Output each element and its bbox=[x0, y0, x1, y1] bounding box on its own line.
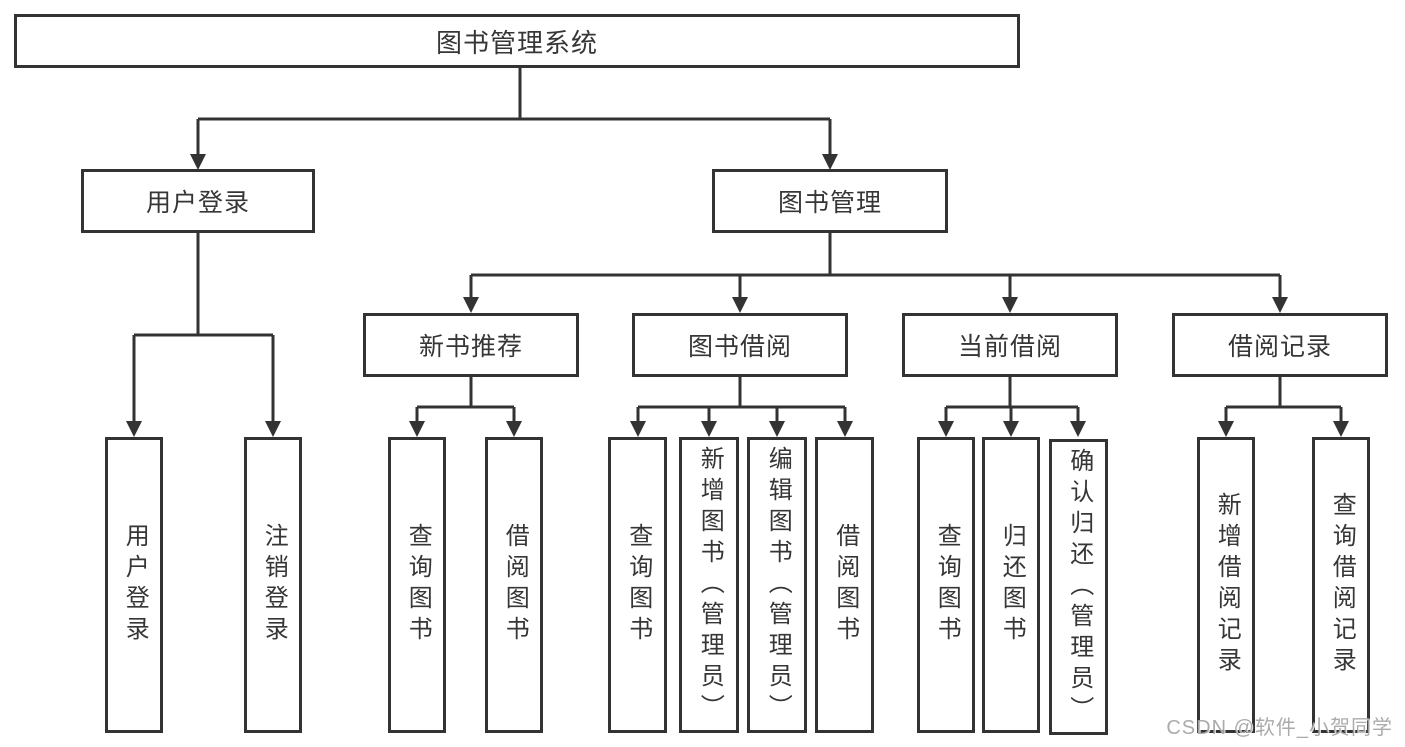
leaf-label: 用户登录 bbox=[121, 523, 149, 647]
node-label: 图书管理 bbox=[777, 189, 882, 217]
node-label: 图书管理系统 bbox=[435, 27, 598, 58]
node-user-login: 用户登录 bbox=[81, 169, 315, 233]
node-book-borrow: 图书借阅 bbox=[632, 313, 848, 377]
leaf-logout: 注销登录 bbox=[244, 437, 302, 733]
leaf-label: 注销登录 bbox=[260, 523, 288, 647]
leaf-borrow-books: 借阅图书 bbox=[815, 437, 874, 733]
node-label: 当前借阅 bbox=[957, 333, 1062, 361]
leaf-label: 查询借阅记录 bbox=[1328, 492, 1356, 678]
leaf-edit-books-admin: 编辑图书（管理员） bbox=[747, 437, 807, 733]
node-current-borrow: 当前借阅 bbox=[902, 313, 1118, 377]
leaf-user-login: 用户登录 bbox=[105, 437, 163, 733]
node-new-book-recommend: 新书推荐 bbox=[363, 313, 579, 377]
node-book-management: 图书管理 bbox=[712, 169, 948, 233]
leaf-label: 新增图书（管理员） bbox=[696, 445, 724, 725]
leaf-query-books: 查询图书 bbox=[608, 437, 667, 733]
leaf-confirm-return-admin: 确认归还（管理员） bbox=[1049, 439, 1108, 735]
leaf-query-books: 查询图书 bbox=[917, 437, 975, 733]
leaf-label: 查询图书 bbox=[933, 523, 961, 647]
leaf-query-borrow-record: 查询借阅记录 bbox=[1312, 437, 1370, 733]
leaf-label: 确认归还（管理员） bbox=[1065, 447, 1093, 727]
node-library-system: 图书管理系统 bbox=[14, 14, 1020, 68]
leaf-add-borrow-record: 新增借阅记录 bbox=[1197, 437, 1255, 733]
csdn-watermark: CSDN @软件_小贺同学 bbox=[1166, 717, 1393, 739]
node-label: 借阅记录 bbox=[1227, 333, 1332, 361]
node-borrow-records: 借阅记录 bbox=[1172, 313, 1388, 377]
node-label: 用户登录 bbox=[145, 189, 250, 217]
leaf-label: 归还图书 bbox=[998, 523, 1026, 647]
leaf-query-books: 查询图书 bbox=[388, 437, 446, 733]
leaf-label: 新增借阅记录 bbox=[1213, 492, 1241, 678]
leaf-label: 查询图书 bbox=[624, 523, 652, 647]
leaf-label: 借阅图书 bbox=[501, 523, 529, 647]
leaf-add-books-admin: 新增图书（管理员） bbox=[679, 437, 739, 733]
node-label: 新书推荐 bbox=[418, 333, 523, 361]
leaf-label: 编辑图书（管理员） bbox=[764, 445, 792, 725]
leaf-borrow-books: 借阅图书 bbox=[485, 437, 543, 733]
arrowhead-icons bbox=[126, 154, 1349, 437]
leaf-label: 借阅图书 bbox=[831, 523, 859, 647]
node-label: 图书借阅 bbox=[687, 333, 792, 361]
leaf-return-books: 归还图书 bbox=[982, 437, 1040, 733]
leaf-label: 查询图书 bbox=[404, 523, 432, 647]
